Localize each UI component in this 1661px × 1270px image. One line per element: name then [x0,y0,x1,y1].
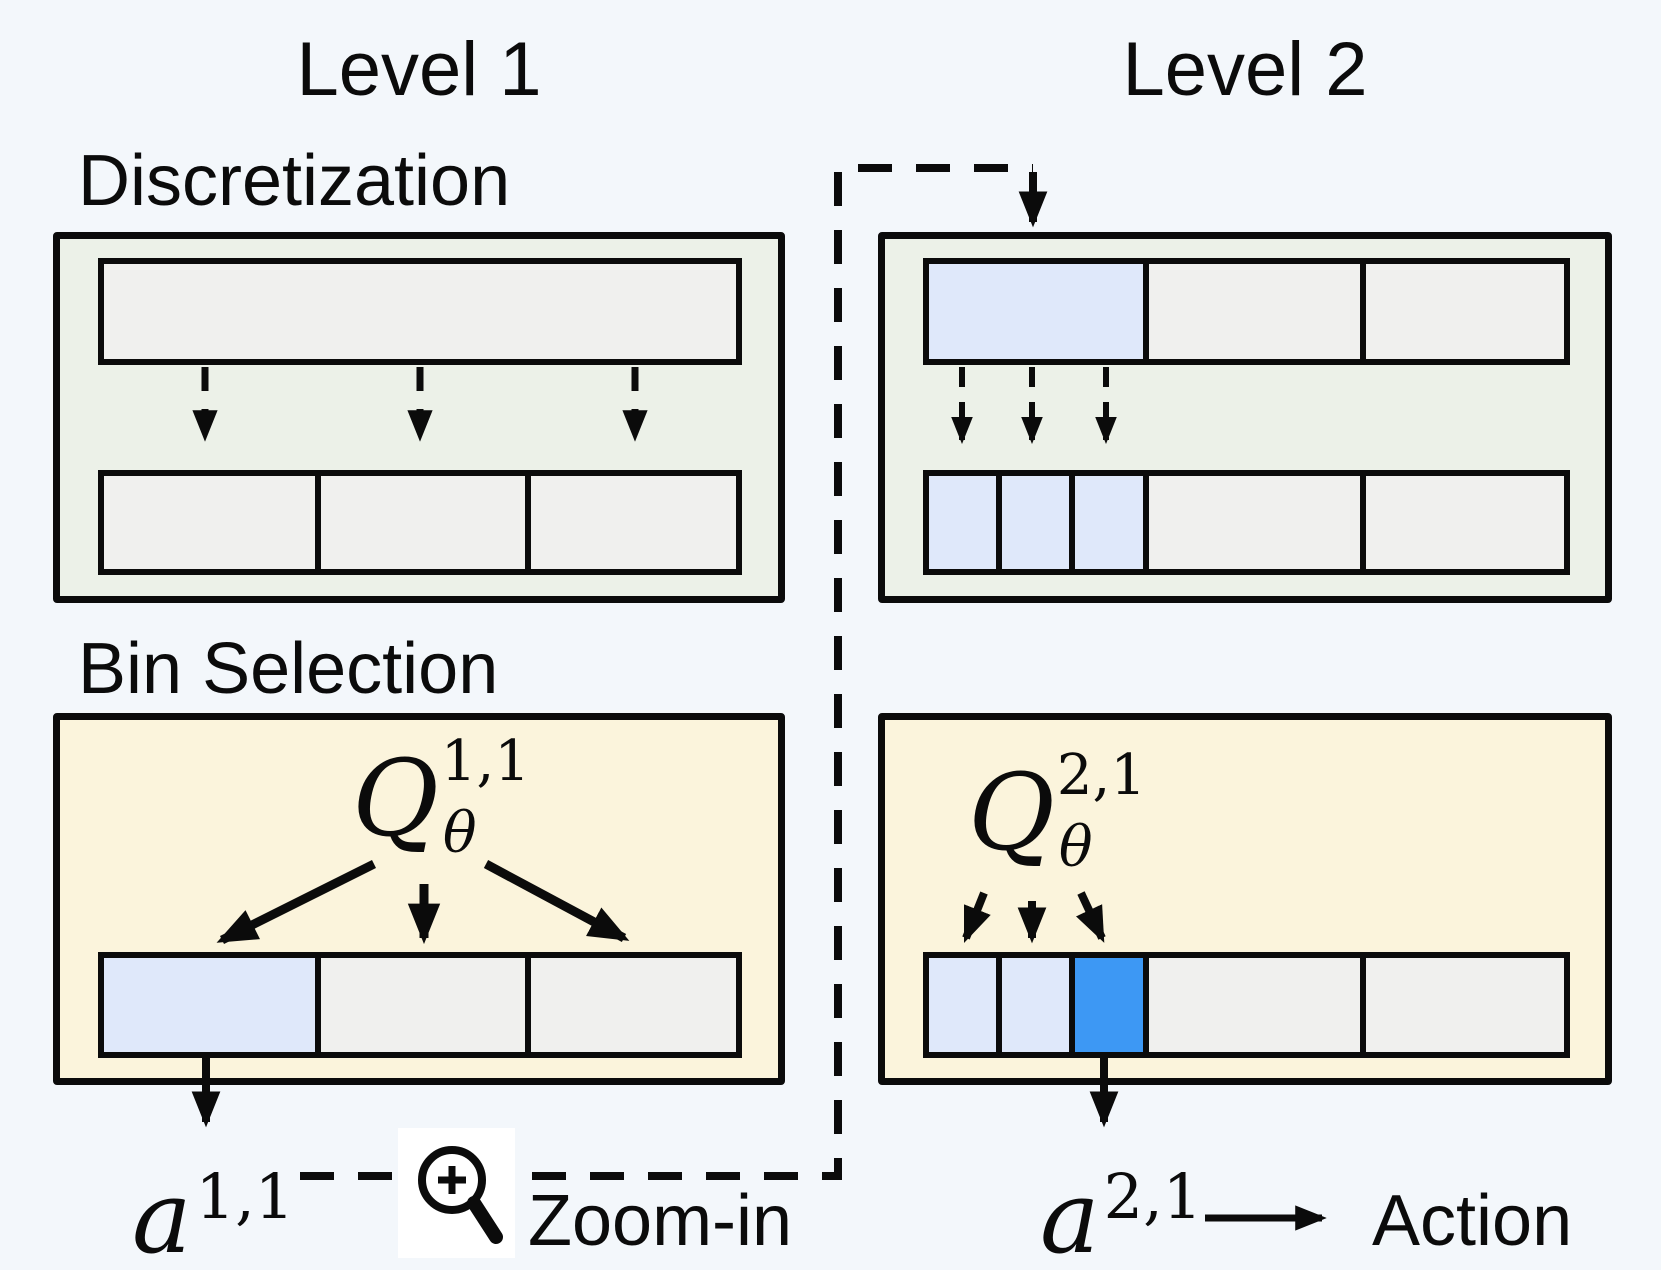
level2-bottom-bin-3-highlighted [1069,476,1143,569]
level2-discretization-top-bar [923,258,1570,365]
level2-discretization-bottom-bar [923,470,1570,575]
magnifier-handle [467,1196,503,1244]
level2-selection-bin-5 [1360,958,1564,1052]
level2-selection-bin-2 [996,958,1070,1052]
zoom-in-label: Zoom-in [528,1181,793,1261]
level1-discretization-top-bar [98,258,742,365]
level2-selection-bin-1 [929,958,997,1052]
q11-base: Q [352,737,439,860]
discretization-label: Discretization [78,141,511,221]
level1-selection-bin-2 [314,958,526,1052]
level2-bottom-bin-2-highlighted [996,476,1070,569]
q21-superscript: 2,1 [1056,743,1146,808]
action-label: Action [1372,1181,1573,1261]
level2-bottom-bin-1-highlighted [929,476,997,569]
level1-selection-bin-3 [525,958,736,1052]
a11-superscript: 1,1 [195,1160,295,1233]
level1-selection-bar [98,952,742,1058]
q21-subscript: θ [1058,815,1093,880]
a21-base: a [1040,1159,1100,1270]
magnifier-icon-background [398,1128,515,1258]
level1-bottom-bin-3 [525,476,736,569]
a21-superscript: 2,1 [1103,1160,1203,1233]
level1-discretization-bottom-bar [98,470,742,575]
bin-selection-label: Bin Selection [78,629,499,709]
level1-bottom-bin-2 [314,476,526,569]
level1-selection-bin-1-chosen [104,958,315,1052]
a11-base: a [132,1159,192,1270]
level2-selection-bin-4 [1142,958,1361,1052]
level2-selection-bar [923,952,1570,1058]
level-1-title: Level 1 [296,27,542,112]
level2-top-bin-3 [1360,264,1564,359]
q21-base: Q [968,751,1055,874]
level2-top-bin-2 [1142,264,1361,359]
level2-selection-bin-3-chosen [1069,958,1143,1052]
level-2-title: Level 2 [1122,27,1368,112]
magnifier-plus-icon [398,1128,515,1258]
level2-bottom-bin-4 [1142,476,1361,569]
level2-bottom-bin-5 [1360,476,1564,569]
action-a11-label: a1,1 [132,1166,294,1268]
level2-top-bin-1-highlighted [929,264,1143,359]
magnifier-lens [418,1146,486,1214]
q11-superscript: 1,1 [440,729,530,794]
q11-subscript: θ [442,801,477,866]
level1-top-bin-1 [104,264,736,359]
action-a21-label: a2,1 [1040,1166,1202,1268]
level1-bottom-bin-1 [104,476,315,569]
